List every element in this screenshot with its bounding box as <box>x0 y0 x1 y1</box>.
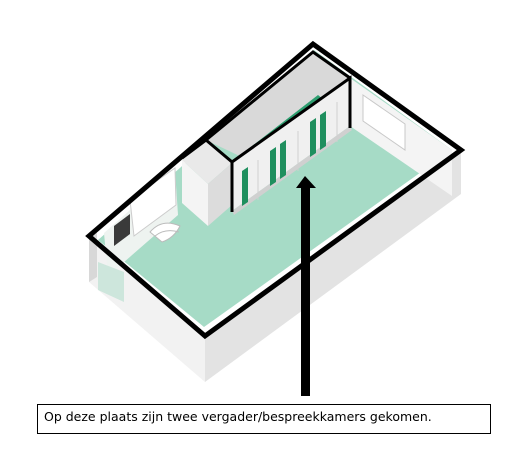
pointer-arrow <box>296 176 316 396</box>
meeting-rooms-partition <box>232 78 352 215</box>
caption-box: Op deze plaats zijn twee vergader/bespre… <box>37 404 491 434</box>
small-room-features <box>98 214 130 302</box>
caption-text: Op deze plaats zijn twee vergader/bespre… <box>44 409 432 424</box>
wall-outlines <box>85 40 466 340</box>
stairs <box>149 222 181 243</box>
